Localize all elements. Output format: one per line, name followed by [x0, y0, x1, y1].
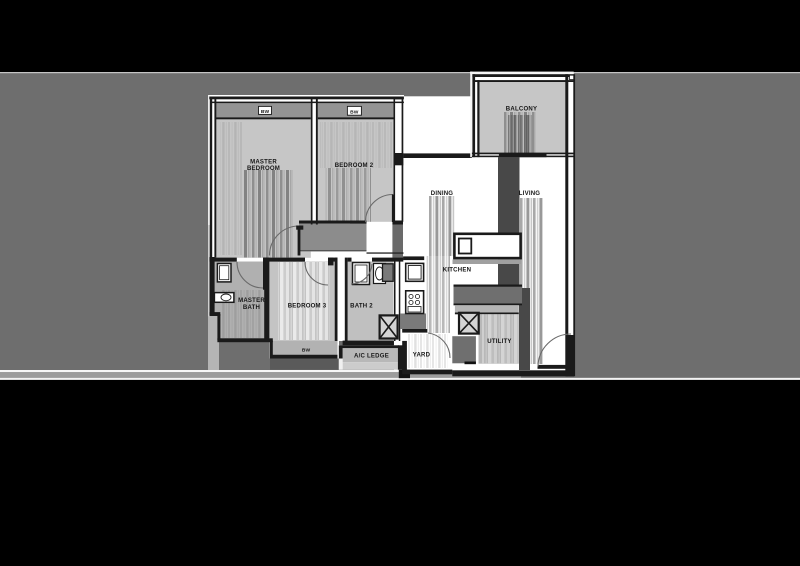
svg-text:BW: BW: [261, 109, 270, 115]
svg-text:BW: BW: [302, 347, 311, 353]
svg-text:KITCHEN: KITCHEN: [443, 267, 471, 273]
svg-text:LIVING: LIVING: [519, 191, 541, 197]
svg-text:BATH 2: BATH 2: [350, 304, 373, 310]
svg-text:BEDROOM 2: BEDROOM 2: [335, 163, 374, 169]
svg-text:BALCONY: BALCONY: [506, 107, 537, 113]
svg-text:A/C LEDGE: A/C LEDGE: [354, 354, 389, 360]
svg-text:BATH: BATH: [243, 305, 260, 311]
svg-text:DINING: DINING: [431, 191, 454, 197]
svg-text:BEDROOM: BEDROOM: [247, 166, 280, 172]
svg-text:MASTER: MASTER: [238, 298, 265, 304]
svg-text:BW: BW: [350, 110, 359, 116]
svg-text:BEDROOM 3: BEDROOM 3: [288, 304, 327, 310]
svg-text:YARD: YARD: [413, 353, 431, 359]
svg-text:MASTER: MASTER: [250, 160, 277, 166]
svg-text:UTILITY: UTILITY: [487, 339, 511, 345]
